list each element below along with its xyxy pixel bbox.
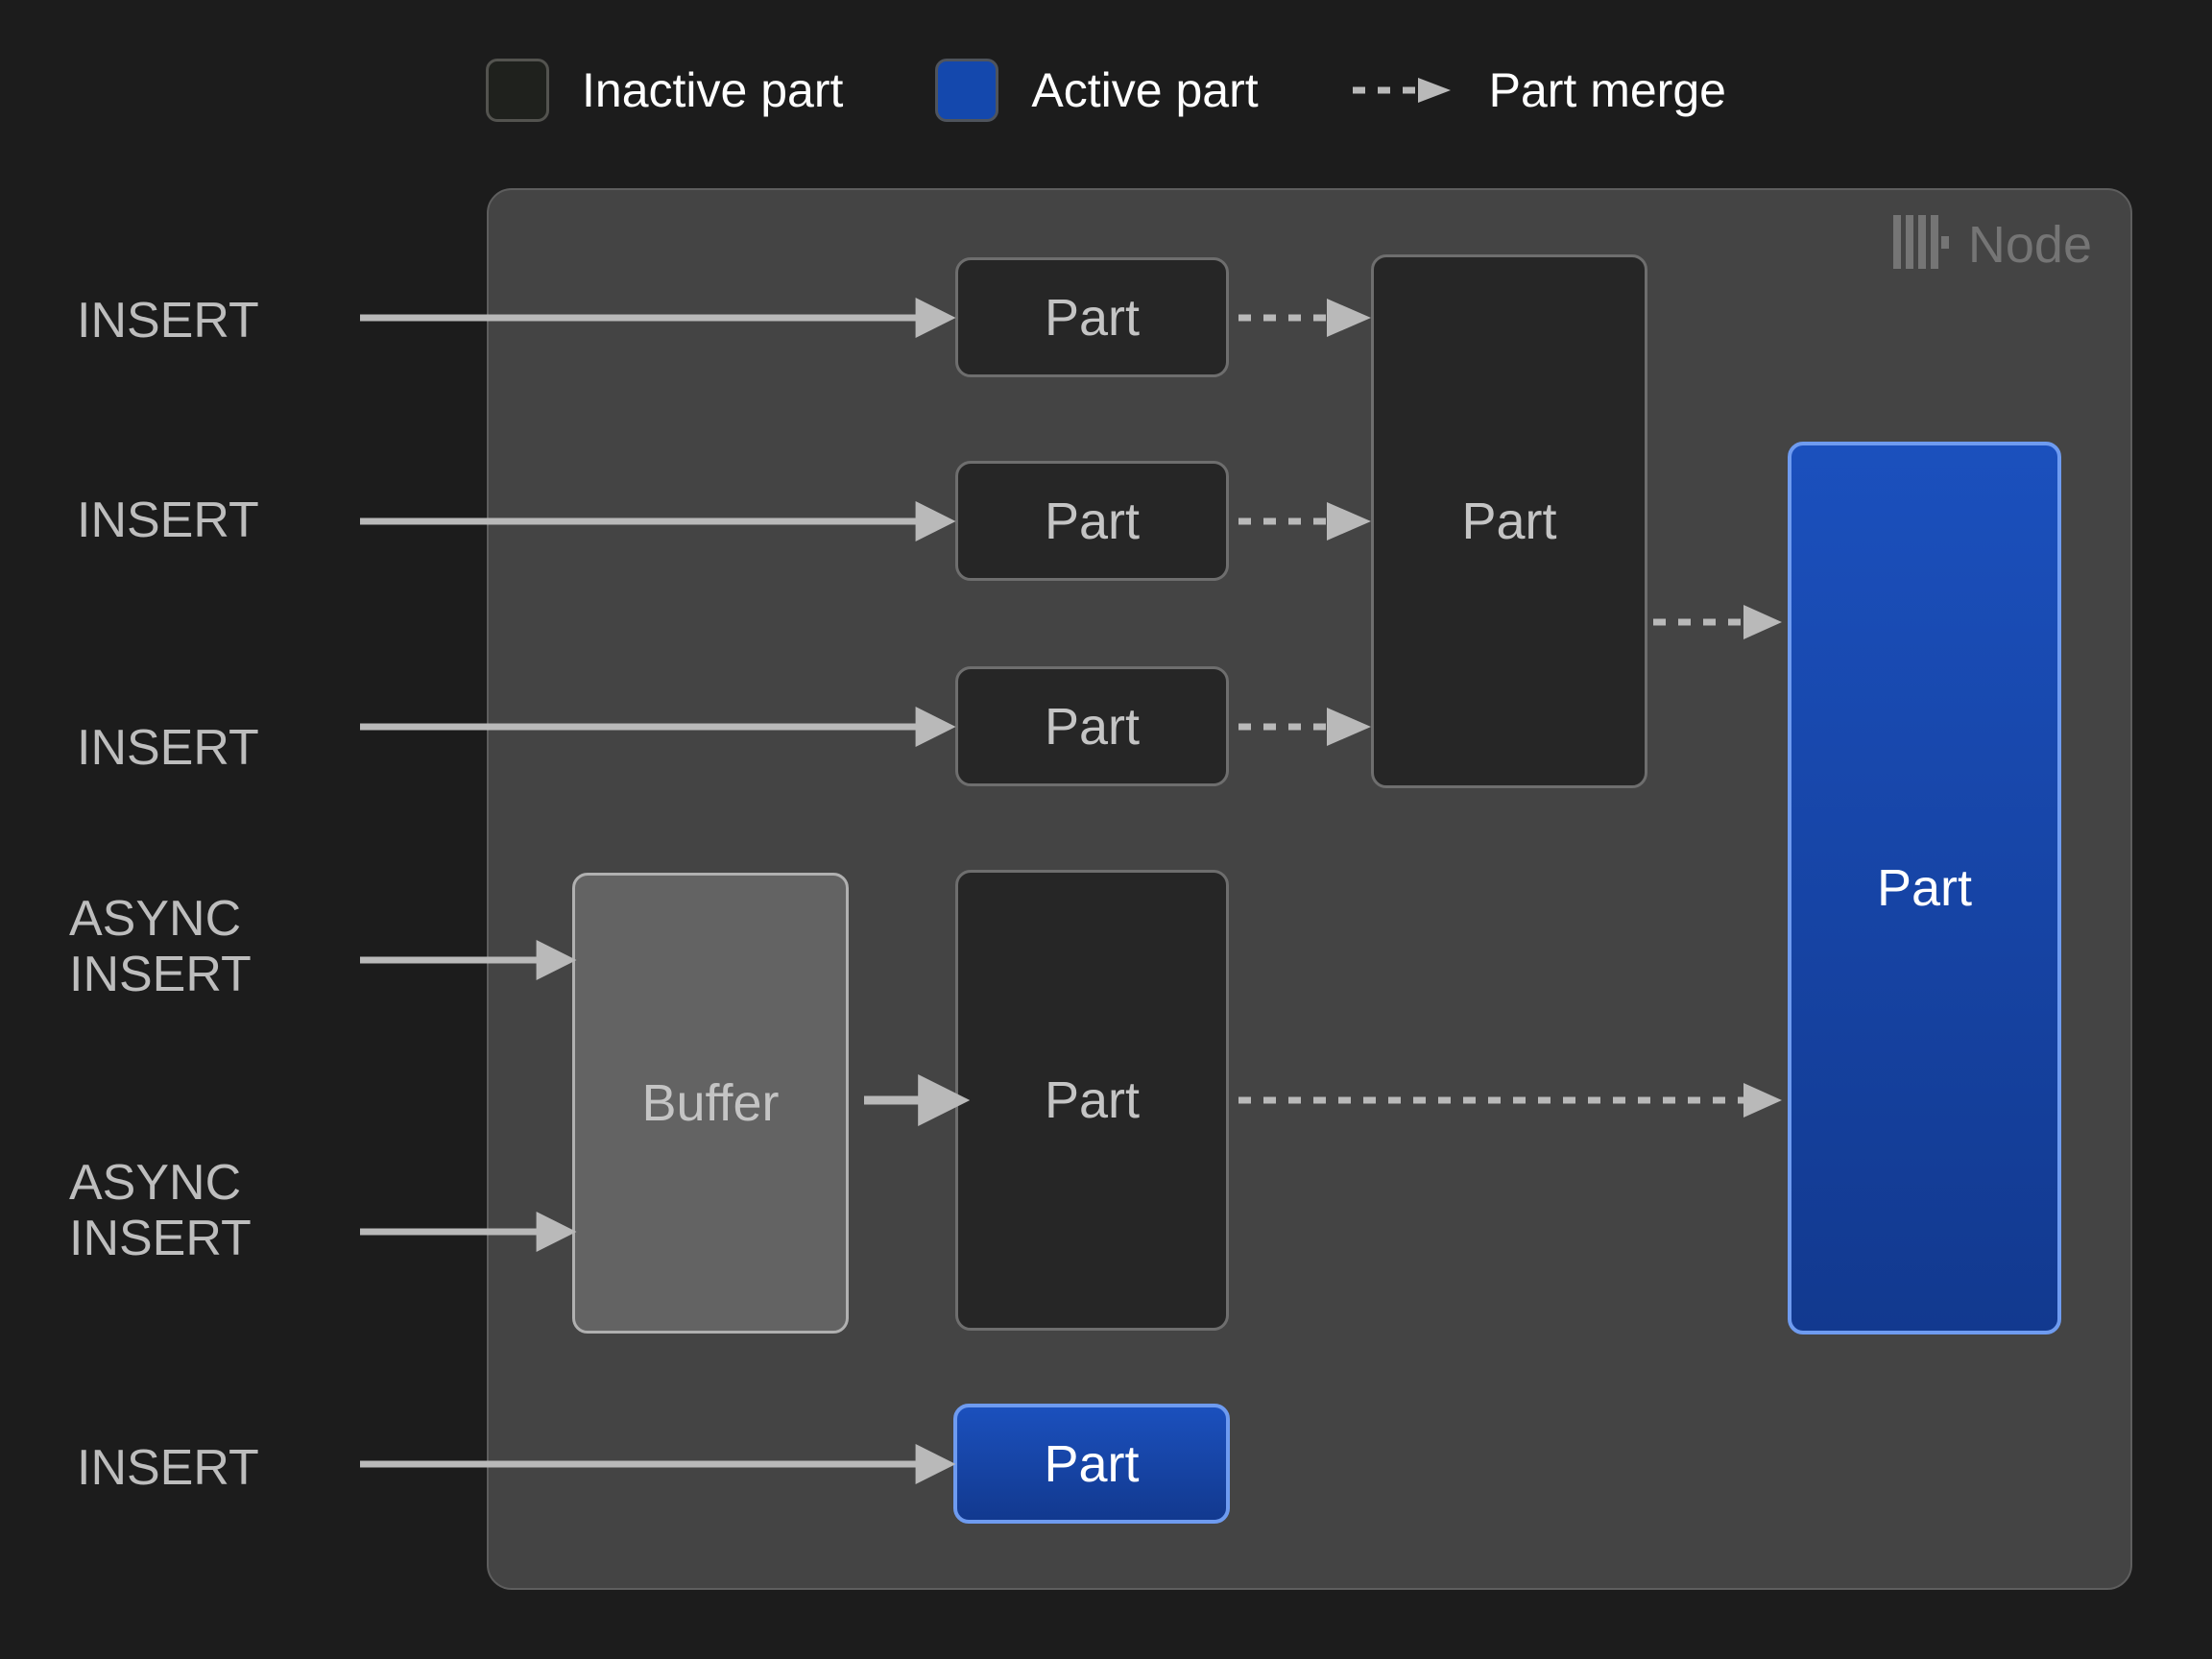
part-box-merged-1-label: Part: [1461, 493, 1557, 550]
part-box-row-2[interactable]: Part: [955, 461, 1229, 581]
part-box-row-2-label: Part: [1044, 492, 1141, 550]
node-label: Node: [1967, 215, 2092, 274]
legend: Inactive part Active part Part merge: [0, 42, 2212, 138]
part-box-row-3-label: Part: [1044, 697, 1141, 756]
input-label-insert-4: INSERT: [77, 1440, 259, 1496]
part-box-final-active[interactable]: Part: [1788, 442, 2061, 1334]
part-box-row-1[interactable]: Part: [955, 257, 1229, 377]
active-part-swatch-icon: [935, 59, 999, 122]
node-badge: Node: [1892, 215, 2092, 274]
part-box-from-buffer-label: Part: [1044, 1071, 1141, 1129]
part-box-merged-1[interactable]: Part: [1371, 254, 1647, 788]
input-label-async-insert-1: ASYNC INSERT: [69, 891, 252, 1003]
part-box-row-1-label: Part: [1044, 288, 1141, 347]
part-box-direct-active-label: Part: [1044, 1434, 1140, 1493]
legend-item-active-part: Active part: [935, 59, 1259, 122]
part-box-final-active-label: Part: [1876, 859, 1973, 917]
input-label-insert-2: INSERT: [77, 493, 259, 548]
clickhouse-logo-icon: [1892, 215, 1949, 274]
part-box-from-buffer[interactable]: Part: [955, 870, 1229, 1331]
legend-label-active-part: Active part: [1031, 63, 1259, 117]
input-label-insert-3: INSERT: [77, 720, 259, 776]
legend-label-part-merge: Part merge: [1488, 63, 1726, 117]
legend-item-inactive-part: Inactive part: [486, 59, 843, 122]
input-label-async-insert-2: ASYNC INSERT: [69, 1155, 252, 1267]
legend-item-part-merge: Part merge: [1351, 66, 1726, 114]
buffer-box-label: Buffer: [641, 1074, 780, 1132]
part-box-direct-active[interactable]: Part: [953, 1404, 1230, 1524]
inactive-part-swatch-icon: [486, 59, 550, 122]
part-box-row-3[interactable]: Part: [955, 666, 1229, 786]
dashed-arrow-icon: [1351, 76, 1456, 105]
legend-label-inactive-part: Inactive part: [582, 63, 844, 117]
buffer-box[interactable]: Buffer: [572, 873, 849, 1334]
input-label-insert-1: INSERT: [77, 293, 259, 349]
